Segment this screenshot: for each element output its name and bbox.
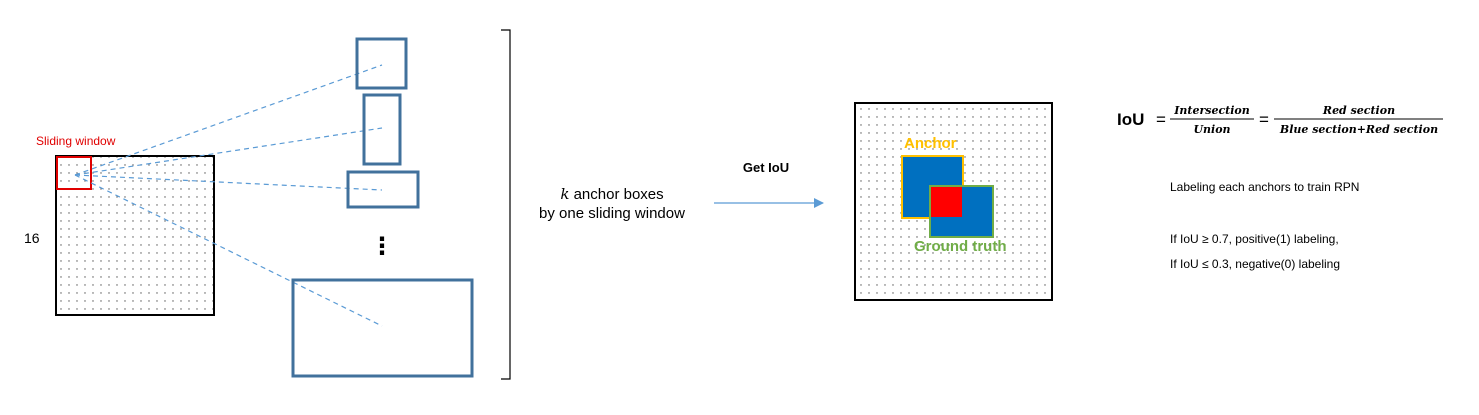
iou-formula: IoU = Intersection Union = Red section B… (1117, 104, 1443, 136)
formula-numerator-1: Intersection (1173, 104, 1250, 117)
feature-map (55, 155, 215, 316)
projection-line (74, 174, 383, 327)
k-symbol: k (560, 185, 569, 203)
sliding-window-label: Sliding window (36, 134, 116, 148)
iou-example-panel: Anchor Ground truth (854, 102, 1053, 301)
projection-line (74, 174, 383, 191)
anchor-bracket (501, 29, 511, 380)
feature-map-group: 16 Sliding window (24, 134, 215, 316)
formula-equals-1: = (1156, 110, 1166, 129)
projection-lines (74, 64, 383, 327)
anchor-box-wide (346, 170, 420, 209)
intersection-region (931, 187, 962, 217)
sliding-window (56, 156, 92, 190)
labeling-rules: Labeling each anchors to train RPN If Io… (1170, 180, 1359, 271)
anchor-label: Anchor (904, 135, 957, 152)
formula-denominator-2: Blue section+Red section (1279, 123, 1438, 136)
anchor-box-square (355, 37, 408, 90)
anchor-caption-line2: by one sliding window (539, 205, 685, 222)
anchor-caption-line1: k anchor boxes (560, 185, 663, 203)
labeling-title: Labeling each anchors to train RPN (1170, 180, 1359, 194)
projection-line (74, 127, 383, 176)
formula-numerator-2: Red section (1322, 104, 1395, 117)
rule-positive: If IoU ≥ 0.7, positive(1) labeling, (1170, 232, 1339, 246)
anchor-boxes (291, 37, 474, 378)
anchor-caption-text: anchor boxes (569, 186, 663, 203)
formula-equals-2: = (1259, 110, 1269, 129)
rule-negative: If IoU ≤ 0.3, negative(0) labeling (1170, 257, 1340, 271)
ground-truth-label: Ground truth (914, 238, 1006, 255)
anchor-box-tall (362, 93, 402, 166)
anchor-box-large (291, 278, 474, 378)
formula-denominator-1: Union (1193, 123, 1230, 136)
formula-lhs: IoU (1117, 110, 1144, 129)
feature-map-size-label: 16 (24, 230, 40, 246)
get-iou-label: Get IoU (743, 160, 789, 175)
more-anchors-ellipsis: ⋮ (370, 233, 394, 260)
projection-line (74, 64, 383, 176)
